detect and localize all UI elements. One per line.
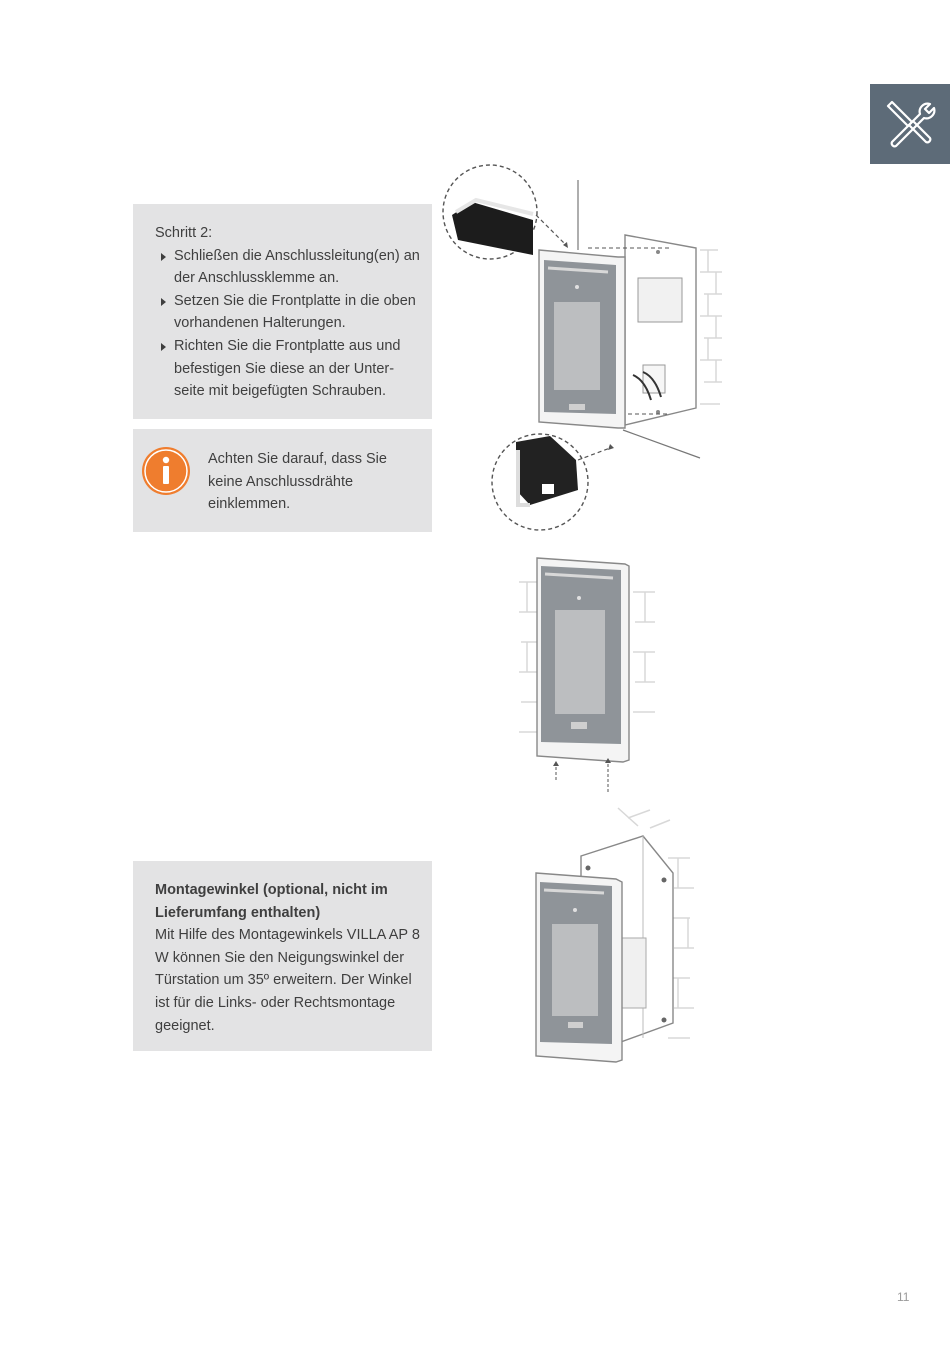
screw-fixing-figure bbox=[519, 557, 655, 792]
brick-wall bbox=[700, 249, 722, 405]
mount-heading: Montagewinkel (optional, nicht im Liefer… bbox=[155, 882, 388, 921]
note-text: Achten Sie darauf, dass Sie keine Anschl… bbox=[208, 451, 387, 513]
list-item: Setzen Sie die Frontplatte in die oben v… bbox=[155, 290, 420, 335]
info-icon bbox=[142, 447, 190, 495]
note-box: Achten Sie darauf, dass Sie keine Anschl… bbox=[133, 429, 432, 532]
detail-callout-top bbox=[442, 164, 568, 260]
brick-wall bbox=[617, 807, 694, 1039]
step-title: Schritt 2: bbox=[155, 225, 213, 241]
step-box: Schritt 2: Schließen die Anschlussleitun… bbox=[133, 204, 432, 419]
wall-plate bbox=[624, 234, 697, 426]
page-number: 11 bbox=[897, 1290, 910, 1304]
mount-body: Mit Hilfe des Montagewinkels VILLA AP 8 … bbox=[155, 927, 420, 1034]
list-item: Richten Sie die Frontplatte aus und befe… bbox=[155, 335, 420, 403]
section-tab bbox=[870, 84, 950, 164]
step-list: Schließen die Anschlussleitung(en) an de… bbox=[155, 245, 420, 403]
tools-icon bbox=[886, 100, 936, 148]
mount-box: Montagewinkel (optional, nicht im Liefer… bbox=[133, 861, 432, 1051]
detail-callout-bottom bbox=[491, 433, 614, 531]
list-item: Schließen die Anschlussleitung(en) an de… bbox=[155, 245, 420, 290]
brick-wall bbox=[519, 581, 655, 733]
installation-figure bbox=[442, 164, 722, 531]
front-panel bbox=[538, 249, 626, 429]
mounting-bracket-figure bbox=[535, 807, 694, 1063]
